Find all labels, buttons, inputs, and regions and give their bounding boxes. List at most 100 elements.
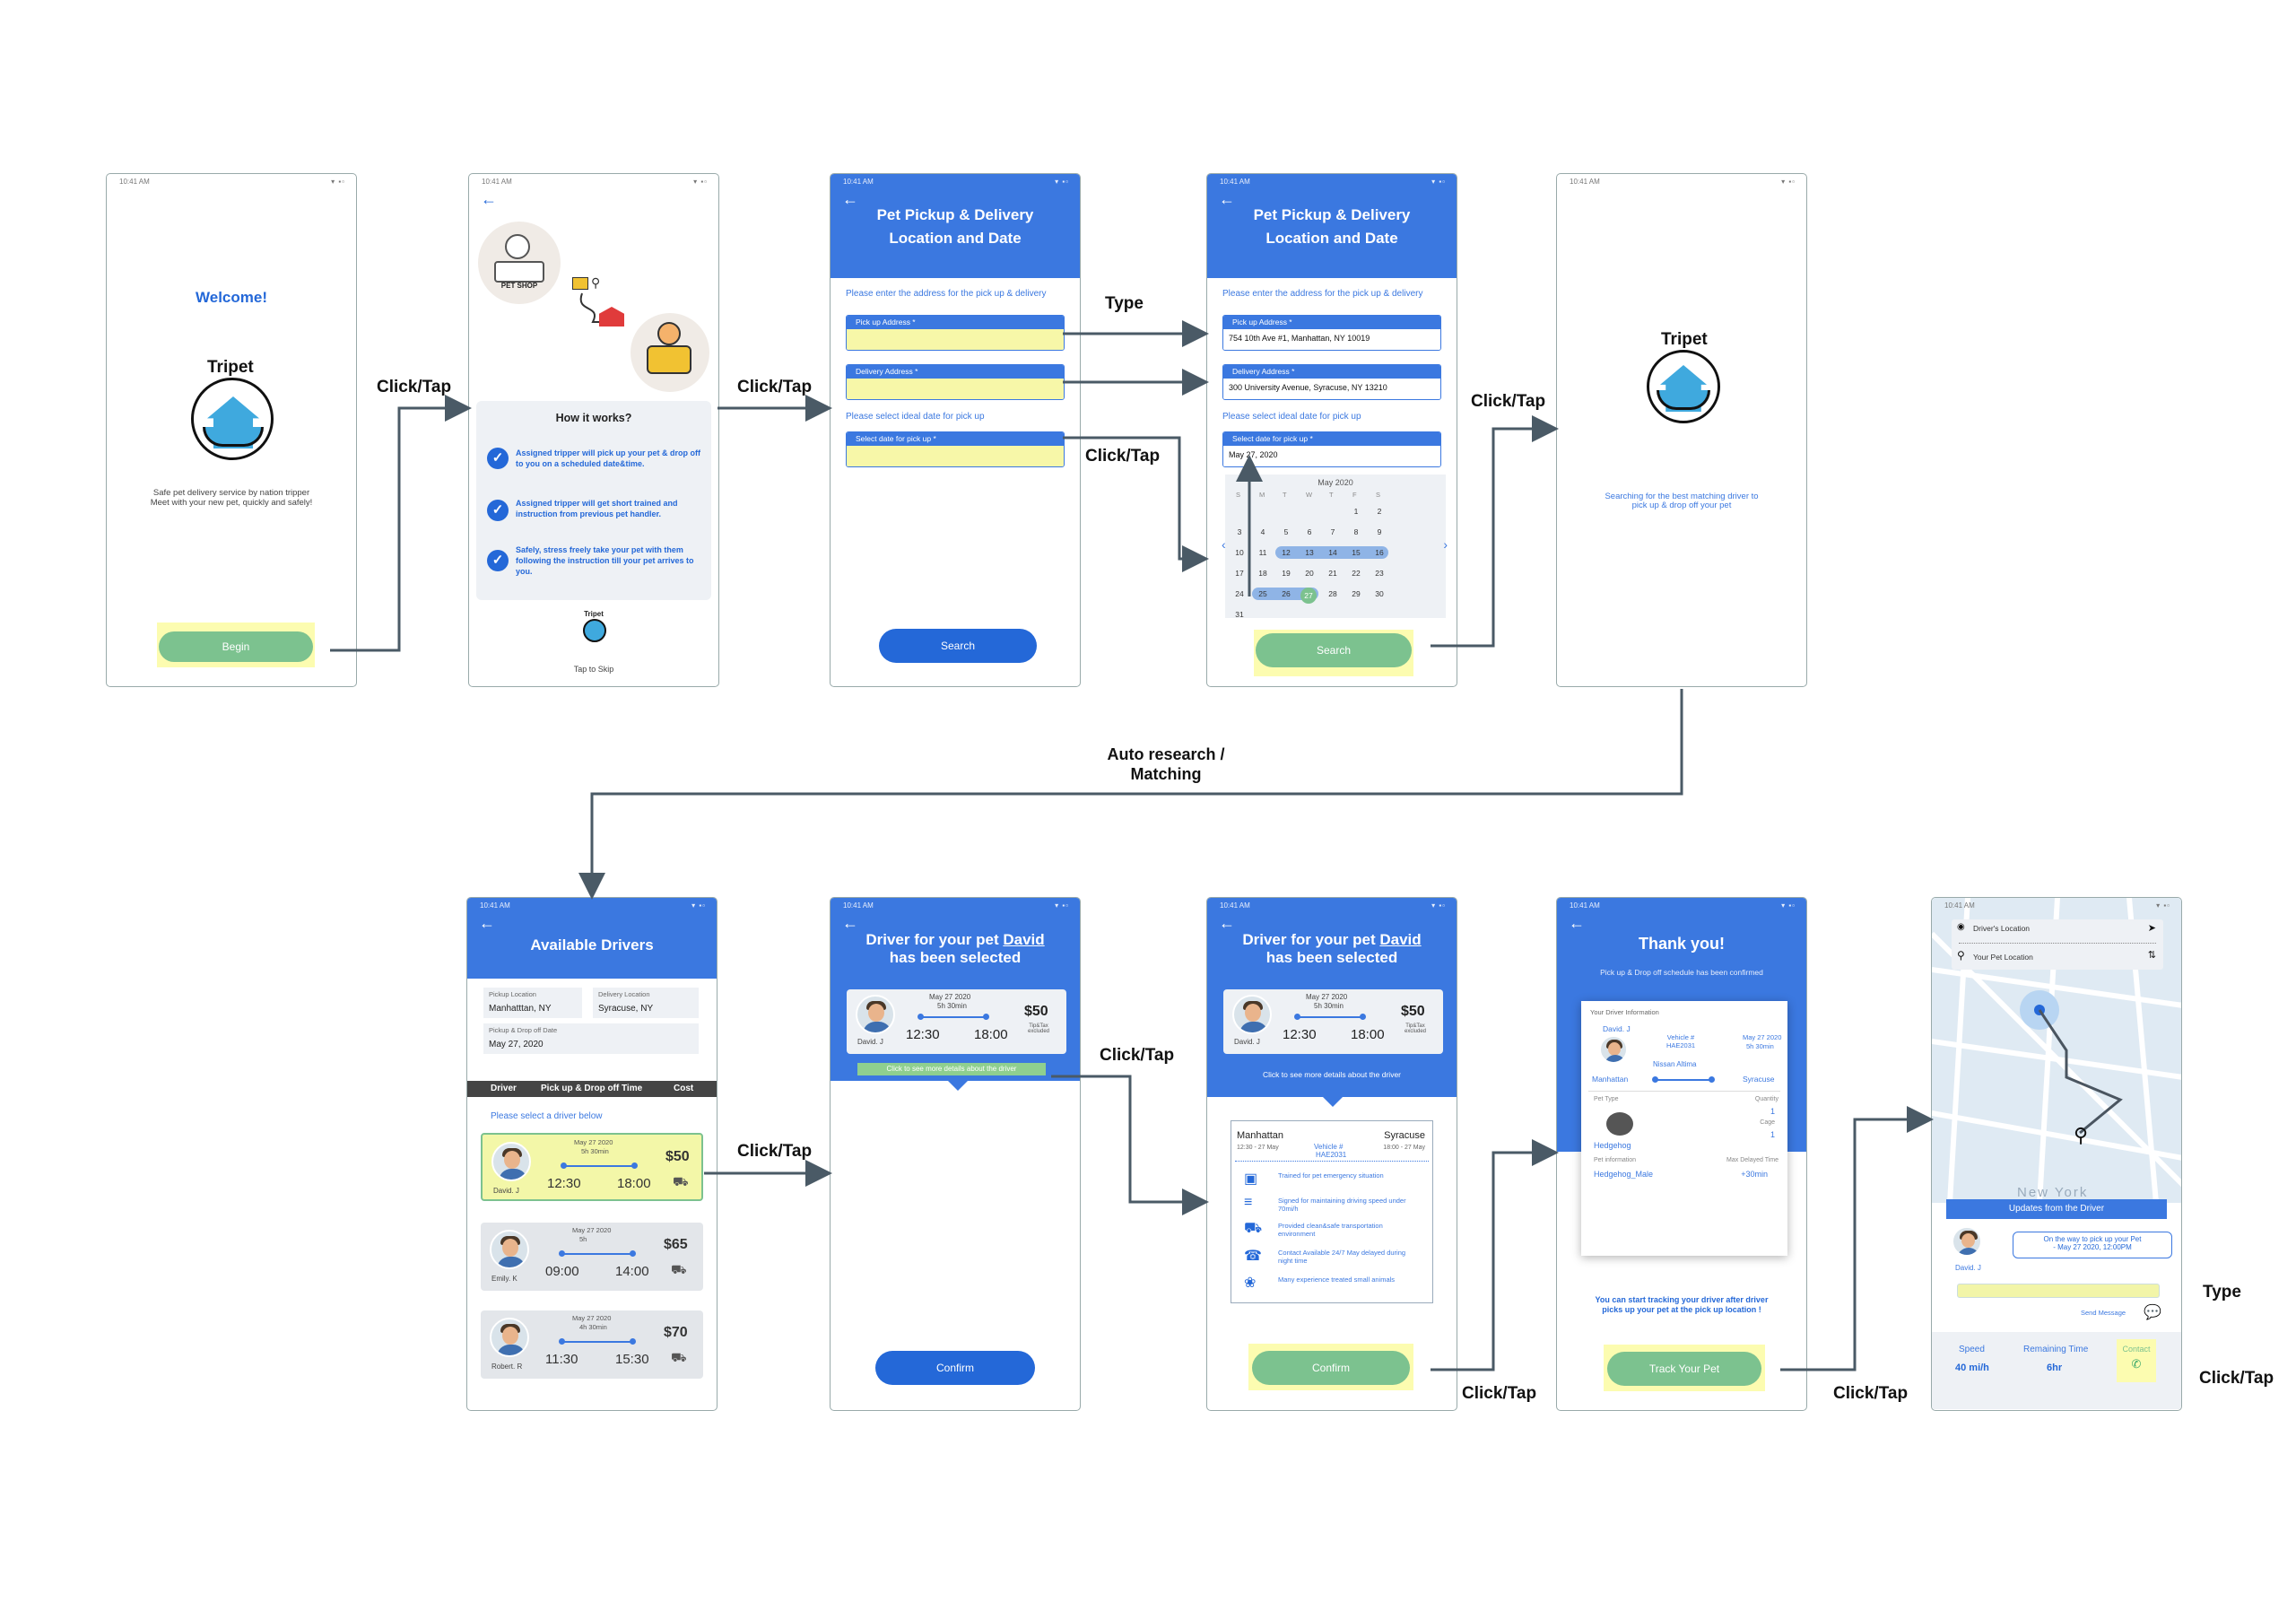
back-arrow-icon[interactable]: ← (1569, 914, 1585, 932)
calendar-day[interactable]: 24 (1235, 589, 1244, 598)
pickup-address-field[interactable]: Pick up Address *754 10th Ave #1, Manhat… (1222, 315, 1441, 351)
status-time: 10:41 AM (1944, 901, 1975, 910)
address-instruction: Please enter the address for the pick up… (846, 289, 1047, 299)
from-time: 12:30 - 27 May (1237, 1145, 1279, 1151)
search-button[interactable]: Search (879, 629, 1037, 663)
destination-pin-icon: ⚲ (2074, 1124, 2089, 1146)
calendar-day[interactable]: 28 (1328, 589, 1337, 598)
send-message-label[interactable]: Send Message (2081, 1309, 2126, 1317)
weekday-label: T (1283, 491, 1287, 499)
driver-avatar (1232, 995, 1272, 1034)
calendar-day[interactable]: 1 (1353, 507, 1359, 516)
back-arrow-icon[interactable]: ← (842, 190, 858, 208)
back-arrow-icon[interactable]: ← (1219, 914, 1235, 932)
date-instruction: Please select ideal date for pick up (1222, 412, 1361, 422)
chat-icon[interactable]: 💬 (2144, 1305, 2161, 1320)
calendar-day[interactable]: 3 (1237, 527, 1242, 536)
calendar-day[interactable]: 14 (1328, 548, 1337, 557)
calendar-day[interactable]: 12 (1282, 548, 1291, 557)
driver-link[interactable]: David (1379, 931, 1422, 948)
pet-location-label[interactable]: Your Pet Location (1973, 953, 2033, 962)
pet-detail: Hedgehog_Male (1594, 1170, 1654, 1179)
tagline-1: Safe pet delivery service by nation trip… (152, 488, 310, 498)
confirm-button[interactable]: Confirm (875, 1351, 1035, 1385)
driver-location-label[interactable]: Driver's Location (1973, 924, 2031, 933)
calendar-day[interactable]: 9 (1377, 527, 1382, 536)
auto-line-2: Matching (1130, 765, 1202, 783)
calendar-day[interactable]: 13 (1305, 548, 1314, 557)
begin-button[interactable]: Begin (159, 631, 313, 662)
pet-type-label: Pet Type (1594, 1096, 1619, 1102)
contact-button[interactable]: Contact ✆ (2117, 1339, 2156, 1382)
tripet-logo-icon[interactable] (583, 619, 606, 642)
back-arrow-icon[interactable]: ← (481, 190, 497, 208)
driver-avatar (491, 1142, 531, 1181)
driver-link[interactable]: David (1003, 931, 1045, 948)
calendar-day[interactable]: 19 (1282, 569, 1291, 578)
calendar-day[interactable]: 31 (1235, 610, 1244, 619)
pickup-date-field[interactable]: Select date for pick up *May 27, 2020 (1222, 431, 1441, 467)
calendar-day[interactable]: 6 (1307, 527, 1312, 536)
calendar-day[interactable]: 30 (1375, 589, 1384, 598)
track-pet-button[interactable]: Track Your Pet (1607, 1352, 1761, 1386)
calendar-day[interactable]: 7 (1330, 527, 1335, 536)
driver-details-link[interactable]: Click to see more details about the driv… (1262, 1070, 1402, 1079)
pickup-address-field[interactable]: Pick up Address * (846, 315, 1065, 351)
calendar-day[interactable]: 25 (1258, 589, 1267, 598)
driver-card[interactable]: David. J May 27 2020 5h 30min 12:30 18:0… (847, 989, 1066, 1054)
calendar-day[interactable]: 21 (1328, 569, 1337, 578)
swap-icon[interactable]: ⇅ (2147, 950, 2156, 961)
title-line-1: Driver for your pet David (1207, 931, 1457, 949)
annotation-click-5: Click/Tap (737, 1142, 813, 1161)
date-range-highlight (1275, 546, 1388, 559)
search-button[interactable]: Search (1256, 633, 1412, 667)
back-arrow-icon[interactable]: ← (842, 914, 858, 932)
calendar-day[interactable]: 15 (1352, 548, 1361, 557)
pickup-date-field[interactable]: Select date for pick up * (846, 431, 1065, 467)
confirm-button[interactable]: Confirm (1252, 1351, 1410, 1385)
calendar-day[interactable]: 17 (1235, 569, 1244, 578)
driver-details-link[interactable]: Click to see more details about the driv… (857, 1063, 1046, 1075)
calendar-day[interactable]: 2 (1377, 507, 1382, 516)
calendar-day[interactable]: 10 (1235, 548, 1244, 557)
calendar-day[interactable]: 22 (1352, 569, 1361, 578)
back-arrow-icon[interactable]: ← (479, 914, 495, 932)
trip-date: May 27 2020 (1743, 1033, 1782, 1041)
end-time: 18:00 (974, 1027, 1008, 1042)
search-msg-2: pick up & drop off your pet (1631, 501, 1732, 510)
calendar-day[interactable]: 5 (1283, 527, 1289, 536)
calendar-day[interactable]: 18 (1258, 569, 1267, 578)
prev-month-icon[interactable]: ‹ (1222, 537, 1226, 552)
calendar-day[interactable]: 20 (1305, 569, 1314, 578)
timeline (1652, 1076, 1715, 1083)
pet-shop-icon: PET SHOP (478, 222, 561, 304)
calendar-day[interactable]: 4 (1260, 527, 1265, 536)
navigate-icon[interactable]: ➤ (2147, 923, 2156, 934)
calendar-day[interactable]: 23 (1375, 569, 1384, 578)
calendar-day[interactable]: 29 (1352, 589, 1361, 598)
annotation-type-1: Type (1105, 294, 1144, 313)
pet-info-label: Pet information (1594, 1157, 1637, 1163)
title-line-1: Driver for your pet David (831, 931, 1080, 949)
page-title: Thank you! (1638, 935, 1725, 953)
calendar-day[interactable]: 27 (1300, 588, 1317, 604)
calendar-day[interactable]: 16 (1375, 548, 1384, 557)
calendar-day[interactable]: 11 (1258, 548, 1267, 557)
quantity-label: Quantity (1754, 1096, 1779, 1102)
message-input[interactable] (1957, 1284, 2160, 1298)
calendar-day[interactable]: 26 (1282, 589, 1291, 598)
calendar-day[interactable]: 8 (1353, 527, 1359, 536)
back-arrow-icon[interactable]: ← (1219, 190, 1235, 208)
delivery-address-field[interactable]: Delivery Address * (846, 364, 1065, 400)
delivery-address-field[interactable]: Delivery Address *300 University Avenue,… (1222, 364, 1441, 400)
skip-text[interactable]: Tap to Skip (573, 665, 614, 674)
next-month-icon[interactable]: › (1443, 537, 1448, 552)
start-time: 11:30 (545, 1352, 578, 1367)
location-pin-icon: ⚲ (591, 275, 601, 290)
annotation-click-2: Click/Tap (737, 378, 813, 396)
annotation-click-9: Click/Tap (2199, 1369, 2274, 1388)
